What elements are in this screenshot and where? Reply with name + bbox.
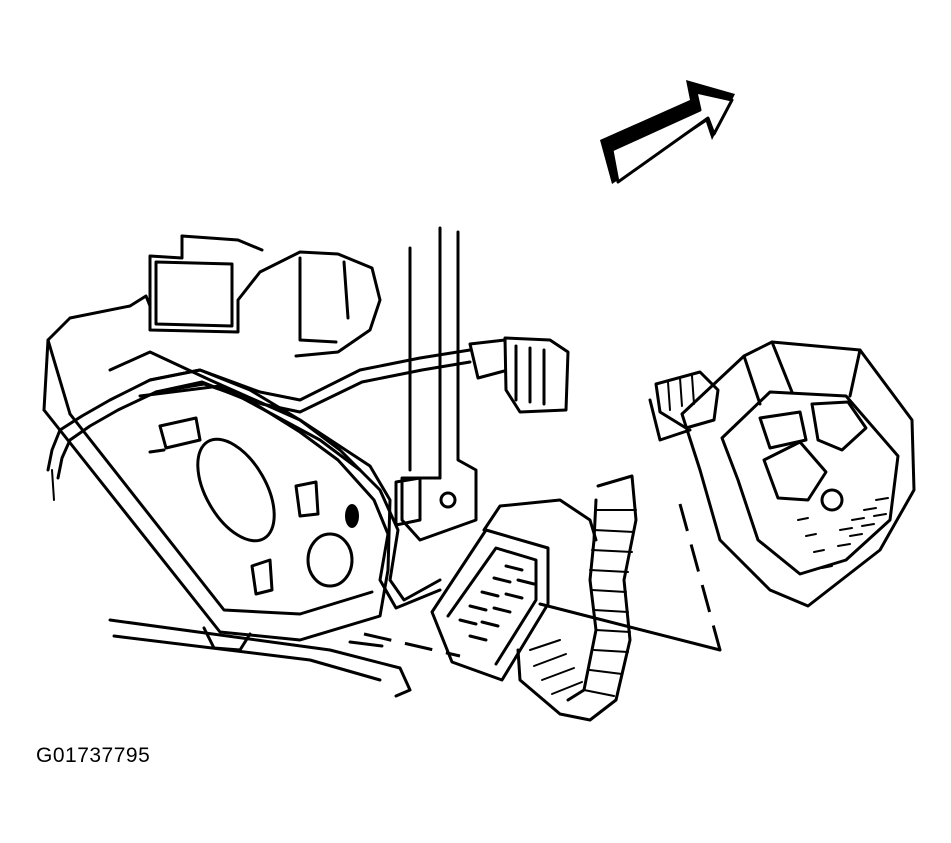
pillar-bracket bbox=[394, 226, 478, 542]
junction-block bbox=[648, 340, 916, 608]
alignment-lines bbox=[363, 503, 722, 658]
corrugated-conduit bbox=[482, 474, 638, 722]
wire-harness bbox=[46, 348, 472, 610]
upper-relay-bracket bbox=[148, 234, 382, 358]
upper-connector bbox=[468, 336, 570, 414]
direction-arrow-icon bbox=[600, 80, 735, 184]
figure-code: G01737795 bbox=[36, 744, 151, 767]
main-mounting-panel bbox=[42, 294, 392, 642]
floor-rail bbox=[108, 618, 412, 698]
central-connector bbox=[430, 528, 550, 682]
